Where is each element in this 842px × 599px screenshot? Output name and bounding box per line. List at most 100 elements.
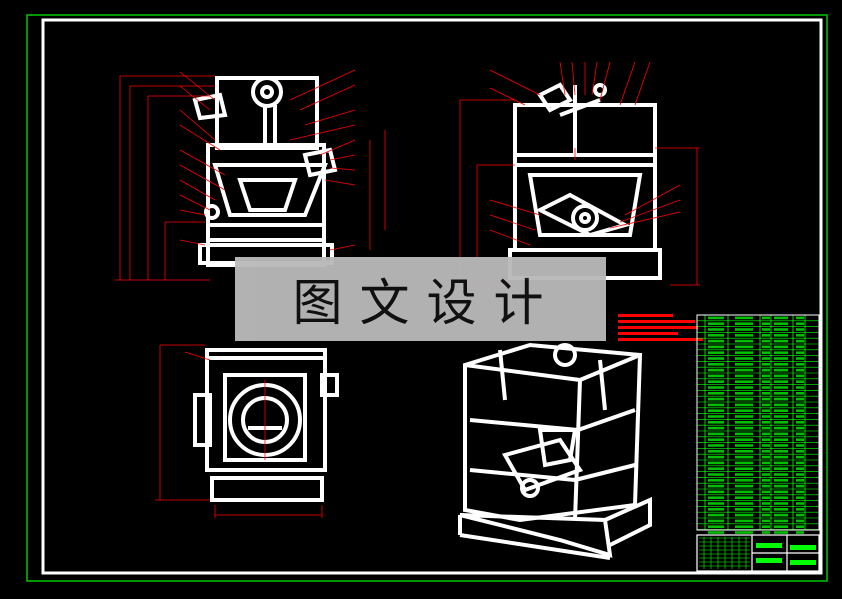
table-cell-text	[774, 415, 788, 418]
table-cell-text	[774, 357, 788, 360]
table-cell-text	[774, 513, 788, 517]
table-cell-text	[735, 374, 753, 378]
table-cell-text	[774, 403, 788, 407]
table-cell-text	[735, 322, 753, 325]
table-cell-text	[708, 455, 724, 459]
table-cell-text	[735, 409, 753, 412]
table-cell-text	[796, 450, 804, 453]
table-cell-text	[774, 525, 788, 528]
table-cell-text	[796, 392, 804, 395]
table-cell-text	[796, 479, 804, 482]
table-cell-text	[708, 426, 724, 430]
table-cell-text	[762, 334, 770, 337]
table-cell-text	[796, 357, 804, 360]
table-cell-text	[735, 525, 753, 528]
table-cell-text	[796, 316, 804, 320]
table-cell-text	[708, 444, 724, 447]
table-cell-text	[762, 444, 770, 447]
front-view[interactable]	[192, 76, 338, 267]
table-cell-text	[708, 316, 724, 320]
table-cell-text	[735, 438, 753, 441]
table-cell-text	[774, 490, 788, 494]
table-cell-text	[708, 357, 724, 360]
title-block-text	[790, 545, 816, 550]
table-cell-text	[774, 374, 788, 378]
table-cell-text	[796, 484, 804, 488]
table-cell-text	[735, 461, 753, 465]
table-cell-text	[708, 403, 724, 407]
parts-list-table[interactable]	[696, 314, 820, 534]
table-cell-text	[774, 397, 788, 401]
table-cell-text	[762, 479, 770, 482]
table-cell-text	[762, 438, 770, 441]
table-cell-text	[708, 496, 724, 499]
table-cell-text	[708, 461, 724, 465]
table-cell-text	[796, 461, 804, 465]
table-cell-text	[774, 432, 788, 436]
side-view[interactable]	[508, 82, 662, 280]
table-cell-text	[796, 531, 804, 534]
table-cell-text	[735, 513, 753, 517]
table-cell-text	[762, 322, 770, 325]
table-cell-text	[796, 380, 804, 383]
table-cell-text	[735, 363, 753, 366]
table-cell-text	[796, 444, 804, 447]
table-cell-text	[762, 455, 770, 459]
table-cell-text	[708, 467, 724, 470]
isometric-view[interactable]	[458, 342, 652, 560]
table-cell-text	[708, 386, 724, 389]
table-outline	[696, 314, 820, 531]
table-cell-text	[774, 455, 788, 459]
table-cell-text	[708, 392, 724, 395]
table-cell-text	[708, 525, 724, 528]
table-cell-text	[796, 519, 804, 523]
table-cell-text	[735, 450, 753, 453]
table-cell-text	[796, 368, 804, 372]
table-cell-text	[735, 455, 753, 459]
table-cell-text	[796, 473, 804, 476]
table-cell-text	[735, 473, 753, 476]
table-cell-text	[762, 374, 770, 378]
table-cell-text	[774, 345, 788, 349]
table-cell-text	[762, 531, 770, 534]
table-cell-text	[796, 415, 804, 418]
top-view[interactable]	[193, 348, 339, 502]
table-cell-text	[774, 334, 788, 337]
table-cell-text	[708, 380, 724, 383]
table-cell-text	[708, 374, 724, 378]
table-cell-text	[796, 496, 804, 499]
table-cell-text	[796, 328, 804, 331]
table-cell-text	[735, 467, 753, 470]
table-cell-text	[735, 392, 753, 395]
title-block[interactable]	[696, 534, 820, 572]
table-cell-text	[762, 432, 770, 436]
table-cell-text	[735, 432, 753, 436]
table-cell-text	[735, 339, 753, 343]
table-cell-text	[735, 403, 753, 407]
table-cell-text	[735, 508, 753, 511]
table-cell-text	[708, 490, 724, 494]
table-cell-text	[708, 421, 724, 424]
table-cell-text	[708, 502, 724, 505]
table-cell-text	[774, 531, 788, 534]
title-block-text	[756, 543, 782, 548]
table-cell-text	[735, 328, 753, 331]
table-cell-text	[796, 397, 804, 401]
table-cell-text	[762, 339, 770, 343]
table-cell-text	[708, 479, 724, 482]
table-cell-text	[735, 490, 753, 494]
table-cell-text	[774, 450, 788, 453]
table-cell-text	[708, 322, 724, 325]
table-cell-text	[735, 368, 753, 372]
table-cell-text	[774, 502, 788, 505]
table-cell-text	[796, 432, 804, 436]
table-cell-text	[735, 519, 753, 523]
table-cell-text	[708, 531, 724, 534]
table-cell-text	[708, 519, 724, 523]
table-cell-text	[735, 357, 753, 360]
table-cell-text	[762, 513, 770, 517]
table-cell-text	[774, 444, 788, 447]
table-cell-text	[762, 450, 770, 453]
table-cell-text	[796, 374, 804, 378]
